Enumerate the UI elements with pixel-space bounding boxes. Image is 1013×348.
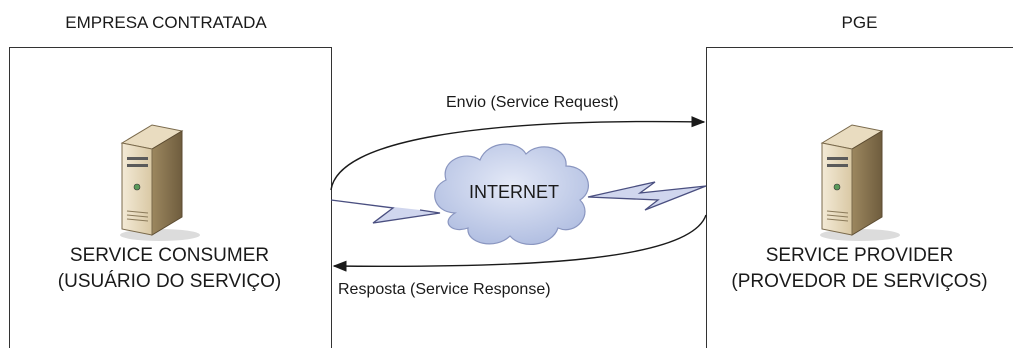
response-label: Resposta (Service Response)	[338, 281, 551, 298]
consumer-label-line2: (USUÁRIO DO SERVIÇO)	[57, 271, 282, 292]
provider-label-line1: SERVICE PROVIDER	[765, 245, 954, 266]
consumer-label-line1: SERVICE CONSUMER	[69, 245, 270, 266]
network-link-right	[587, 181, 707, 211]
response-arrow	[332, 214, 707, 272]
internet-label: INTERNET	[469, 182, 559, 202]
request-arrow	[330, 116, 706, 191]
right-party-title: PGE	[841, 13, 878, 32]
provider-label-line2: (PROVEDOR DE SERVIÇOS)	[731, 271, 988, 292]
request-label: Envio (Service Request)	[446, 94, 619, 111]
provider-label: SERVICE PROVIDER (PROVEDOR DE SERVIÇOS)	[706, 243, 1013, 295]
network-link-left	[330, 199, 441, 224]
left-party-title: EMPRESA CONTRATADA	[65, 13, 267, 32]
cloud-icon	[434, 143, 589, 245]
server-tower-icon	[820, 124, 900, 241]
server-tower-icon	[120, 124, 200, 241]
consumer-label: SERVICE CONSUMER (USUÁRIO DO SERVIÇO)	[9, 243, 330, 295]
